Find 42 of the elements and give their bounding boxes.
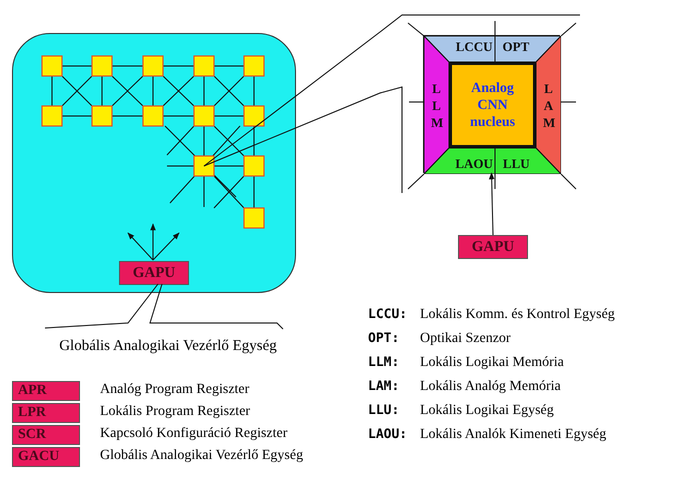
- description-text: Lokális Program Regiszter: [100, 403, 250, 421]
- abbreviation-tag: GACU: [12, 447, 80, 467]
- arrow: [150, 223, 156, 260]
- description-text: Lokális Komm. és Kontrol Egység: [420, 306, 615, 324]
- abbreviation-tag: LPR: [12, 403, 80, 423]
- description-text: Globális Analogikai Vezérlő Egység: [100, 447, 304, 465]
- abbreviation-label: LLU:: [368, 402, 400, 420]
- arrow: [152, 232, 180, 260]
- cell-band: [424, 148, 561, 174]
- caption-text: Globális Analogikai Vezérlő Egység: [59, 338, 277, 354]
- unit-label: GAPU: [472, 238, 514, 256]
- processing-unit-box: [458, 235, 528, 259]
- cell-band: [424, 36, 449, 174]
- description-text: Lokális Logikai Egység: [420, 402, 554, 420]
- nucleus-box: [449, 62, 536, 148]
- description-text: Kapcsoló Konfiguráció Regiszter: [100, 425, 288, 443]
- arrow: [488, 172, 494, 236]
- description-text: Lokális Analók Kimeneti Egység: [420, 426, 606, 444]
- abbreviation-label: LLM:: [368, 354, 400, 372]
- processing-unit-box: [119, 261, 189, 285]
- description-text: Lokális Analóg Memória: [420, 378, 561, 396]
- nucleus-label: Analog CNN nucleus: [468, 80, 516, 130]
- cell-label: OPT: [502, 39, 530, 55]
- cell-label: LLU: [502, 156, 530, 172]
- abbreviation-tag: APR: [12, 381, 80, 401]
- cell-label: LAOU: [455, 156, 493, 172]
- description-text: Analóg Program Regiszter: [100, 381, 250, 399]
- cell-label: L A M: [543, 80, 554, 130]
- arrow: [128, 232, 154, 260]
- leader-line: [44, 284, 284, 330]
- cell-label: L L M: [431, 80, 442, 130]
- processor-array-panel: [12, 33, 296, 293]
- unit-label: GAPU: [132, 264, 176, 282]
- cell-label: LCCU: [456, 39, 493, 55]
- abbreviation-label: LAM:: [368, 378, 400, 396]
- description-text: Lokális Logikai Memória: [420, 354, 564, 372]
- abbreviation-label: LAOU:: [368, 426, 408, 444]
- abbreviation-label: LCCU:: [368, 306, 408, 324]
- cell-band: [536, 36, 561, 174]
- abbreviation-tag: SCR: [12, 425, 80, 445]
- description-text: Optikai Szenzor: [420, 330, 511, 348]
- abbreviation-label: OPT:: [368, 330, 400, 348]
